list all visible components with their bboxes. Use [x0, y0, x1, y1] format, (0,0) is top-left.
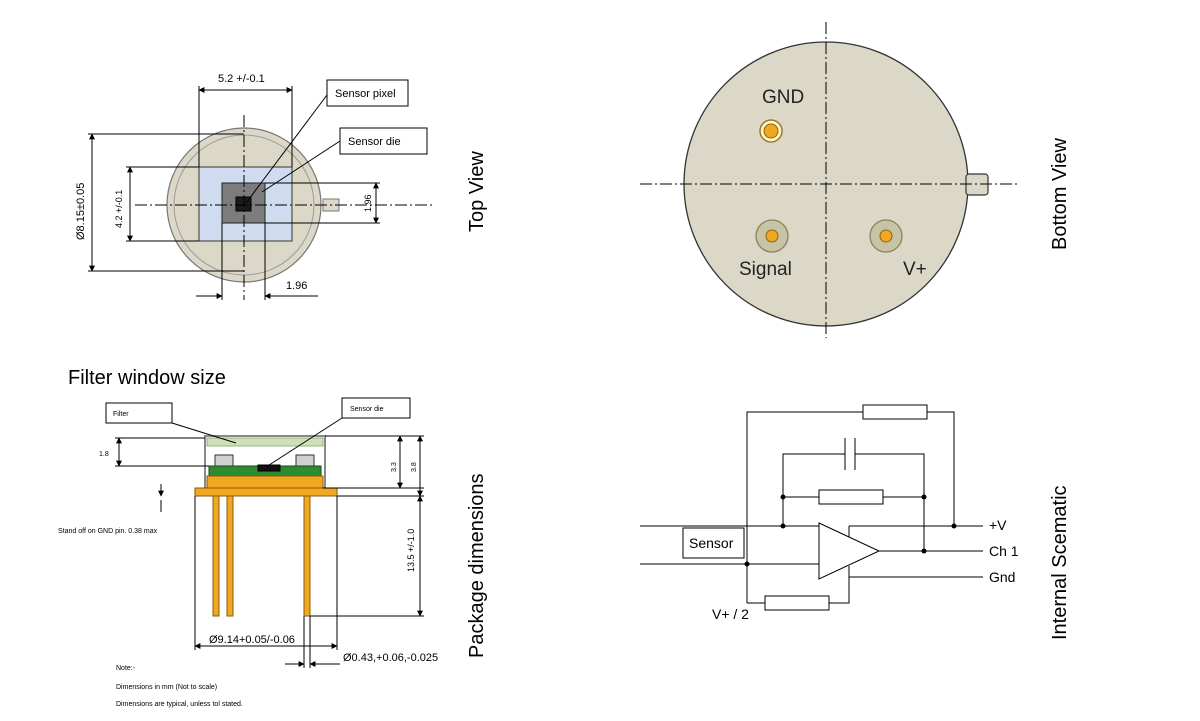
label-sensor-die: Sensor die — [350, 406, 384, 413]
callout-sensor-die: Sensor die — [348, 136, 401, 148]
pin-gnd-label: GND — [762, 87, 804, 108]
note-line-2: Dimensions are typical, unless tol state… — [116, 701, 243, 708]
package-drawing — [105, 397, 424, 668]
label-filter: Filter — [113, 411, 129, 418]
dim-diameter: Ø8.15±0.05 — [75, 183, 87, 240]
pin-vplus-label: V+ — [903, 259, 927, 280]
ch1-label: Ch 1 — [989, 543, 1019, 559]
filter-window-heading: Filter window size — [68, 367, 226, 389]
note-line-1: Dimensions in mm (Not to scale) — [116, 684, 217, 691]
dim-pin-diameter: Ø0.43,+0.06,-0.025 — [343, 652, 438, 664]
schematic-title: Internal Scematic — [1049, 485, 1071, 640]
dim-bottom: 1.96 — [286, 280, 307, 292]
pin-signal-label: Signal — [739, 259, 792, 280]
note-title: Note:- — [116, 665, 136, 672]
sensor-label: Sensor — [689, 535, 734, 551]
schematic-drawing — [640, 404, 983, 611]
dim-width-top: 5.2 +/-0.1 — [218, 73, 265, 85]
vhalf-label: V+ / 2 — [712, 606, 749, 622]
gnd-label: Gnd — [989, 569, 1015, 585]
top-view-title: Top View — [466, 151, 488, 232]
callout-sensor-pixel: Sensor pixel — [335, 88, 396, 100]
pin-signal-pad — [755, 219, 789, 253]
vplus-label: +V — [989, 517, 1007, 533]
package-dimensions-title: Package dimensions — [466, 473, 488, 658]
bottom-view-drawing — [640, 22, 1018, 338]
dim-filter-height: 1.8 — [99, 451, 109, 458]
dim-height-right: 1.96 — [363, 194, 373, 212]
top-view-drawing — [88, 79, 435, 300]
dim-height-3-3: 3.3 — [391, 462, 398, 472]
dim-leg-length: 13.5 +/-1.0 — [406, 529, 416, 572]
dim-package-diameter: Ø9.14+0.05/-0.06 — [209, 634, 295, 646]
label-standoff: Stand off on GND pin. 0.38 max — [58, 528, 158, 535]
dim-height-3-8: 3.8 — [411, 462, 418, 472]
pin-gnd-pad — [759, 119, 783, 143]
bottom-view-title: Bottom View — [1049, 138, 1071, 250]
dim-height-left: 4.2 +/-0.1 — [114, 190, 124, 228]
pin-vplus-pad — [869, 219, 903, 253]
